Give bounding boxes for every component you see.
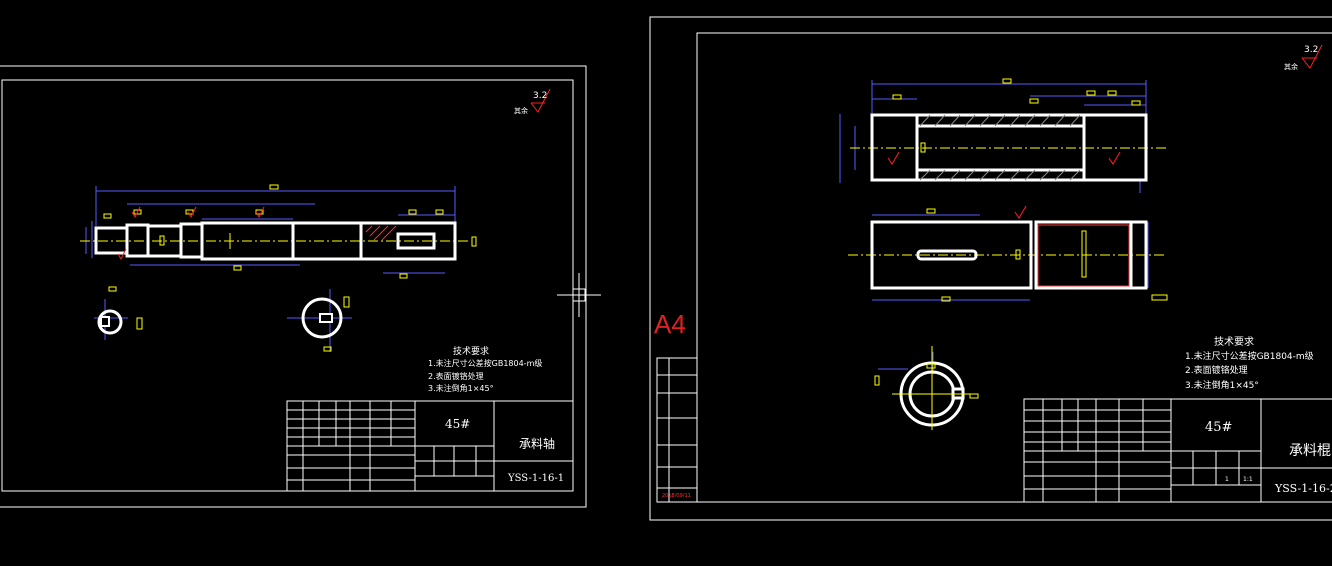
sheet-2-notes-title: 技术要求: [1214, 335, 1254, 348]
sheet-2-part-name: 承料棍: [1289, 443, 1331, 459]
sheet-1-drawing-number: YSS-1-16-1: [507, 473, 564, 484]
sheet-1-shaft-outline: [94, 221, 457, 261]
sheet-2-title-block: [1023, 398, 1332, 503]
sheet-2-dimensions: [839, 80, 1149, 374]
sheet-2-material: 45#: [1205, 420, 1232, 435]
sheet-2-outer-border: [649, 16, 1332, 521]
sheet-2-note-2: 2.表面镀铬处理: [1185, 364, 1248, 376]
a4-label: A4: [654, 309, 686, 339]
sheet-2-note-1: 1.未注尺寸公差按GB1804-m级: [1185, 350, 1314, 362]
sheet-2-scale: 1:1: [1243, 476, 1253, 483]
sheet-1-notes-title: 技术要求: [453, 345, 489, 357]
sheet-1: 3.2 其余: [0, 65, 587, 508]
sheet-2-note-3: 3.未注倒角1×45°: [1185, 379, 1259, 391]
sheet-2-roughness-label: 其余: [1284, 62, 1298, 71]
sheet-2-chrome-region: [1037, 224, 1130, 287]
sheet-1-section-large: [301, 296, 350, 339]
sheet-1-roughness-value: 3.2: [533, 91, 547, 101]
sheet-1-title-block: [286, 400, 574, 492]
sheet-2-tech-notes: 技术要求 1.未注尺寸公差按GB1804-m级 2.表面镀铬处理 3.未注倒角1…: [1185, 335, 1314, 391]
sheet-1-roughness-icon: 3.2 其余: [514, 88, 551, 115]
sheet-2-sheet-count: 1: [1225, 476, 1229, 483]
sheet-2-tube-hatch: [919, 114, 1081, 181]
sheet-2-left-strip: [656, 357, 698, 503]
sheet-1-note-1: 1.未注尺寸公差按GB1804-m级: [428, 358, 542, 368]
sheet-1-tolerance-boxes: [103, 184, 477, 352]
sheet-2-left-strip-date: 2018/09/11: [662, 493, 691, 499]
sheet-2-roughness-icon: 3.2 其余: [1284, 44, 1323, 71]
sheet-1-part-name: 承料轴: [519, 436, 555, 451]
sheet-1-roughness-marks: [117, 206, 265, 261]
sheet-1-section-small: [97, 309, 143, 335]
sheet-2-roughness-value: 3.2: [1304, 45, 1318, 55]
sheet-2-tube-exterior: [870, 220, 1148, 290]
sheet-1-note-3: 3.未注倒角1×45°: [428, 383, 494, 393]
sheet-1-material: 45#: [445, 417, 470, 431]
sheet-2-roughness-marks: [887, 151, 1121, 219]
sheet-1-roughness-label: 其余: [514, 106, 528, 115]
sheet-2: 2018/09/11 A4 3.2 其余: [649, 16, 1332, 521]
sheet-1-tech-notes: 技术要求 1.未注尺寸公差按GB1804-m级 2.表面镀铬处理 3.未注倒角1…: [428, 345, 542, 393]
sheet-2-drawing-number: YSS-1-16-2: [1274, 482, 1332, 495]
sheet-2-inner-border: [696, 32, 1332, 503]
sheet-1-note-2: 2.表面镀铬处理: [428, 371, 484, 381]
sheet-1-hatch: [365, 225, 397, 241]
crosshair-cursor-icon: [557, 273, 601, 317]
sheet-2-tolerance-boxes: [874, 78, 1168, 399]
sheet-1-outer-border: [0, 65, 587, 508]
